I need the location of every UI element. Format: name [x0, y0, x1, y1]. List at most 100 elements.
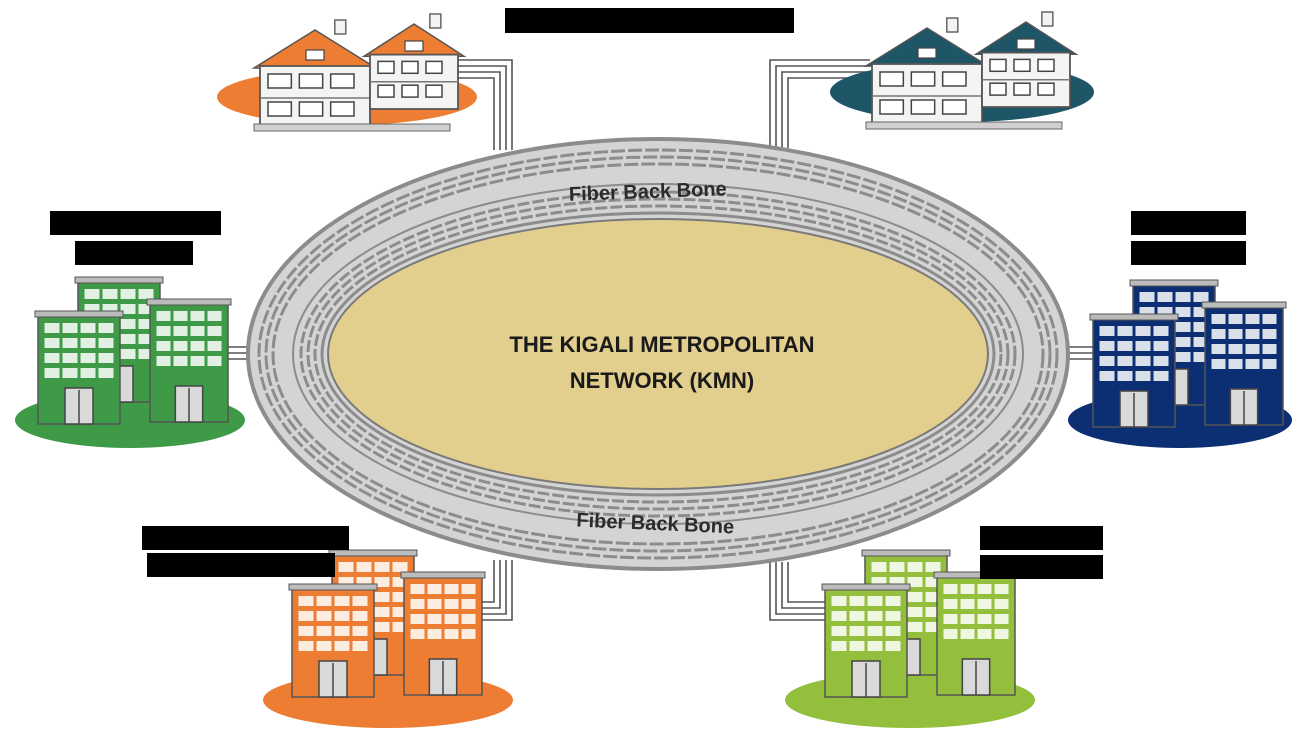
office-window	[867, 611, 883, 621]
office-window	[427, 599, 442, 609]
office-window	[352, 626, 368, 636]
redaction-bar	[142, 526, 349, 550]
office-window	[994, 614, 1009, 624]
office-window	[925, 592, 941, 602]
office-window	[374, 592, 390, 602]
site-middle-left	[15, 276, 245, 448]
office-window	[1175, 307, 1191, 317]
window	[329, 101, 355, 117]
office-window	[831, 626, 847, 636]
site-middle-right	[1068, 279, 1292, 448]
window	[425, 60, 443, 75]
office-window	[156, 356, 171, 366]
office-window	[44, 353, 60, 363]
office-window	[994, 599, 1009, 609]
window	[267, 101, 293, 117]
window	[267, 73, 293, 89]
office-window	[1228, 344, 1243, 354]
office-window	[1193, 337, 1209, 347]
office-window	[1193, 322, 1209, 332]
office-window	[173, 326, 188, 336]
attic-window	[1016, 38, 1036, 50]
office-window	[849, 596, 865, 606]
office-window	[1157, 307, 1173, 317]
office-window	[138, 289, 154, 299]
office-window	[338, 577, 354, 587]
office-window	[316, 611, 332, 621]
office-window	[392, 592, 408, 602]
office-window	[334, 596, 350, 606]
office-window	[392, 577, 408, 587]
office-window	[444, 599, 459, 609]
office-window	[907, 562, 923, 572]
office-window	[98, 353, 114, 363]
office-window	[84, 289, 100, 299]
office-window	[1211, 359, 1226, 369]
office-roof	[1089, 313, 1179, 321]
chimney	[429, 13, 442, 29]
office-window	[138, 349, 154, 359]
house-base	[253, 123, 451, 132]
office-window	[334, 611, 350, 621]
office-roof	[74, 276, 164, 284]
office-window	[374, 622, 390, 632]
site-bottom-left	[263, 549, 513, 728]
office-window	[352, 596, 368, 606]
office-window	[80, 338, 96, 348]
office-window	[925, 622, 941, 632]
office-window	[461, 584, 476, 594]
office-window	[849, 626, 865, 636]
office-window	[1117, 341, 1133, 351]
office-window	[885, 596, 901, 606]
redaction-bar	[980, 526, 1103, 550]
office-window	[943, 614, 958, 624]
roof	[251, 29, 379, 69]
office-window	[1211, 344, 1226, 354]
office-window	[1139, 292, 1155, 302]
office-window	[374, 577, 390, 587]
office-window	[907, 577, 923, 587]
house-base	[865, 121, 1063, 130]
office-window	[120, 349, 136, 359]
office-window	[62, 368, 78, 378]
office-window	[1175, 337, 1191, 347]
ring-stripe	[257, 148, 1059, 560]
office-window	[925, 577, 941, 587]
redaction-bar	[505, 8, 794, 33]
office-window	[138, 334, 154, 344]
office-window	[943, 629, 958, 639]
office-window	[871, 577, 887, 587]
site-bottom-right	[785, 549, 1035, 728]
window	[401, 84, 419, 98]
redaction-bar	[147, 553, 335, 577]
office-window	[120, 304, 136, 314]
office-roof	[861, 549, 951, 557]
office-roof	[288, 583, 378, 591]
sites-layer	[15, 11, 1292, 728]
ring-edge	[320, 211, 996, 497]
fiber-backbone-ring	[246, 137, 1070, 571]
office-window	[994, 584, 1009, 594]
window	[1037, 58, 1055, 73]
office-window	[102, 289, 118, 299]
office-window	[1153, 371, 1169, 381]
redaction-bar	[75, 241, 193, 265]
office-window	[1135, 341, 1151, 351]
office-window	[316, 641, 332, 651]
office-window	[444, 629, 459, 639]
link-top-left	[455, 59, 513, 150]
office-roof	[821, 583, 911, 591]
office-window	[207, 311, 222, 321]
link-bottom-right	[769, 562, 830, 621]
office-window	[907, 622, 923, 632]
ring-stripe	[264, 155, 1052, 553]
office-window	[44, 323, 60, 333]
office-window	[80, 353, 96, 363]
office-window	[156, 311, 171, 321]
ring-stripe	[306, 197, 1010, 511]
window	[329, 73, 355, 89]
office-window	[1228, 314, 1243, 324]
chimney	[334, 19, 347, 35]
